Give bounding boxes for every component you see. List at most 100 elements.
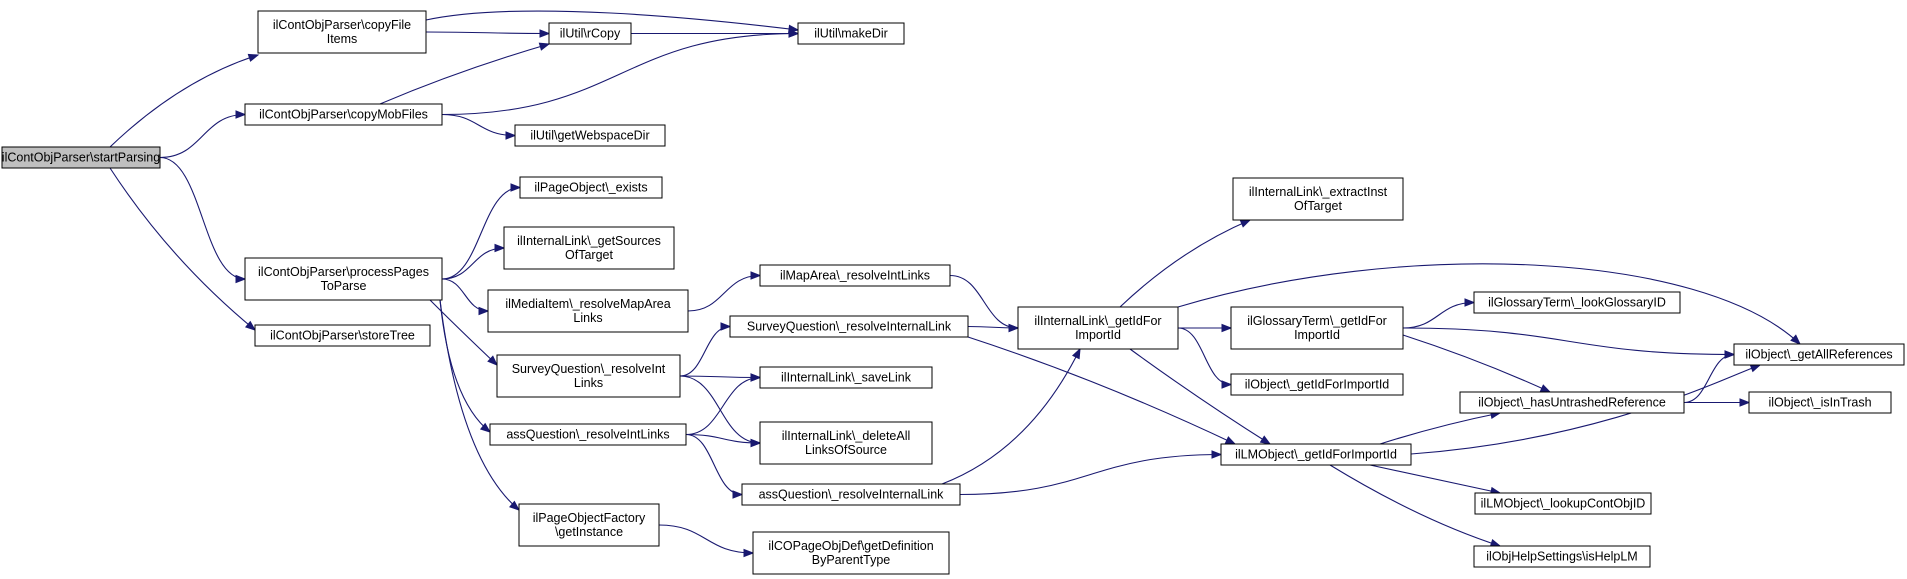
node-lmGetId[interactable]: ilLMObject\_getIdForImportId [1220, 443, 1412, 466]
node-label: ilContObjParser\storeTree [270, 329, 415, 343]
edge-pageFactory-to-getDefinition [658, 524, 755, 558]
node-label: ilInternalLink\_getIdFor [1034, 314, 1161, 328]
arrowhead-icon [539, 29, 551, 38]
arrowhead-icon [235, 274, 247, 284]
node-start[interactable]: ilContObjParser\startParsing [1, 146, 161, 169]
node-box [759, 264, 951, 287]
node-label: ilCOPageObjDef\getDefinition [768, 539, 933, 553]
node-label: ilObject\_getIdForImportId [1245, 378, 1390, 392]
edge-line [441, 113, 516, 137]
node-box [1473, 545, 1651, 568]
node-box [1474, 492, 1652, 515]
node-rCopy[interactable]: ilUtil\rCopy [548, 22, 632, 45]
node-surveyInternalLink[interactable]: SurveyQuestion\_resolveInternalLink [729, 315, 969, 338]
arrowhead-icon [494, 243, 506, 253]
node-label: ilLMObject\_lookupContObjID [1481, 497, 1646, 511]
arrowhead-icon [720, 322, 732, 331]
node-label: ilUtil\rCopy [560, 27, 621, 41]
node-saveLink[interactable]: ilInternalLink\_saveLink [759, 366, 933, 389]
edge-line [441, 247, 505, 280]
node-label: ilMapArea\_resolveIntLinks [780, 269, 930, 283]
node-pageFactory[interactable]: ilPageObjectFactory\getInstance [518, 503, 660, 547]
node-label: SurveyQuestion\_resolveInternalLink [747, 320, 952, 334]
node-hasUntrashed[interactable]: ilObject\_hasUntrashedReference [1459, 391, 1685, 414]
arrowhead-icon [1724, 350, 1736, 359]
edge-line [1402, 334, 1551, 393]
edge-glossaryGetId-to-lookupGlossary [1402, 298, 1476, 329]
node-pageExists[interactable]: ilPageObject\_exists [519, 176, 663, 199]
node-surveyIntLinks[interactable]: SurveyQuestion\_resolveIntLinks [496, 354, 681, 398]
edge-line [109, 54, 259, 148]
arrowhead-icon [247, 53, 260, 62]
node-label: SurveyQuestion\_resolveInt [512, 362, 666, 376]
node-label: ilContObjParser\processPages [258, 265, 429, 279]
node-box [797, 22, 905, 45]
node-label: LinksOfSource [805, 443, 887, 457]
edge-surveyInternalLink-to-linkGetId [967, 323, 1020, 333]
edge-assIntLinks-to-saveLink [685, 373, 762, 436]
node-label: ilContObjParser\startParsing [2, 151, 160, 165]
node-isHelpLM[interactable]: ilObjHelpSettings\isHelpLM [1473, 545, 1651, 568]
node-copyMobFiles[interactable]: ilContObjParser\copyMobFiles [244, 103, 443, 126]
node-box [519, 176, 663, 199]
edge-assIntLinks-to-assInternalLink [685, 433, 744, 499]
node-assInternalLink[interactable]: assQuestion\_resolveInternalLink [741, 483, 961, 506]
node-box [489, 423, 687, 446]
node-box [1232, 177, 1404, 221]
node-box [752, 531, 950, 575]
node-box [518, 503, 660, 547]
edge-line [685, 376, 761, 436]
edge-line [1177, 263, 1801, 345]
node-assIntLinks[interactable]: assQuestion\_resolveIntLinks [489, 423, 687, 446]
edge-line [679, 375, 761, 379]
node-box [244, 103, 443, 126]
node-box [1733, 343, 1905, 366]
node-getAllRefs[interactable]: ilObject\_getAllReferences [1733, 343, 1905, 366]
node-isInTrash[interactable]: ilObject\_isInTrash [1748, 391, 1892, 414]
node-label: ByParentType [812, 553, 891, 567]
node-box [257, 10, 427, 54]
node-getWebspaceDir[interactable]: ilUtil\getWebspaceDir [514, 124, 666, 147]
node-label: OfTarget [1294, 199, 1342, 213]
node-linkGetId[interactable]: ilInternalLink\_getIdForImportId [1017, 306, 1179, 350]
arrowhead-icon [235, 110, 247, 119]
edge-processPages-to-resolveMapArea [441, 278, 490, 316]
edge-line [949, 274, 1019, 329]
edge-copyFileItems-to-rCopy [425, 29, 551, 38]
node-label: ilInternalLink\_deleteAll [782, 429, 911, 443]
edge-glossaryGetId-to-getAllRefs [1402, 327, 1736, 359]
arrowhead-icon [1224, 436, 1237, 445]
node-makeDir[interactable]: ilUtil\makeDir [797, 22, 905, 45]
edge-processPages-to-getSources [441, 243, 506, 280]
arrowhead-icon [1221, 380, 1233, 389]
edge-surveyInternalLink-to-lmGetId [967, 336, 1237, 445]
node-objectGetId[interactable]: ilObject\_getIdForImportId [1230, 373, 1404, 396]
arrowhead-icon [1008, 323, 1020, 333]
arrowhead-icon [1071, 347, 1081, 360]
node-glossaryGetId[interactable]: ilGlossaryTerm\_getIdForImportId [1230, 306, 1404, 350]
edge-line [439, 299, 520, 511]
edges-layer [109, 10, 1802, 558]
node-storeTree[interactable]: ilContObjParser\storeTree [254, 324, 431, 347]
arrowhead-icon [750, 438, 762, 448]
node-label: OfTarget [565, 248, 613, 262]
edge-processPages-to-surveyIntLinks [429, 299, 499, 366]
edge-line [425, 10, 799, 31]
node-lookupContObj[interactable]: ilLMObject\_lookupContObjID [1474, 492, 1652, 515]
node-mapAreaResolve[interactable]: ilMapArea\_resolveIntLinks [759, 264, 951, 287]
edge-line [685, 433, 743, 496]
node-label: ImportId [1294, 328, 1340, 342]
edge-processPages-to-assIntLinks [439, 299, 492, 433]
arrowhead-icon [1211, 450, 1223, 459]
edge-line [1402, 301, 1475, 329]
node-lookupGlossary[interactable]: ilGlossaryTerm\_lookGlossaryID [1473, 291, 1681, 314]
edge-line [1119, 219, 1251, 308]
node-box [254, 324, 431, 347]
